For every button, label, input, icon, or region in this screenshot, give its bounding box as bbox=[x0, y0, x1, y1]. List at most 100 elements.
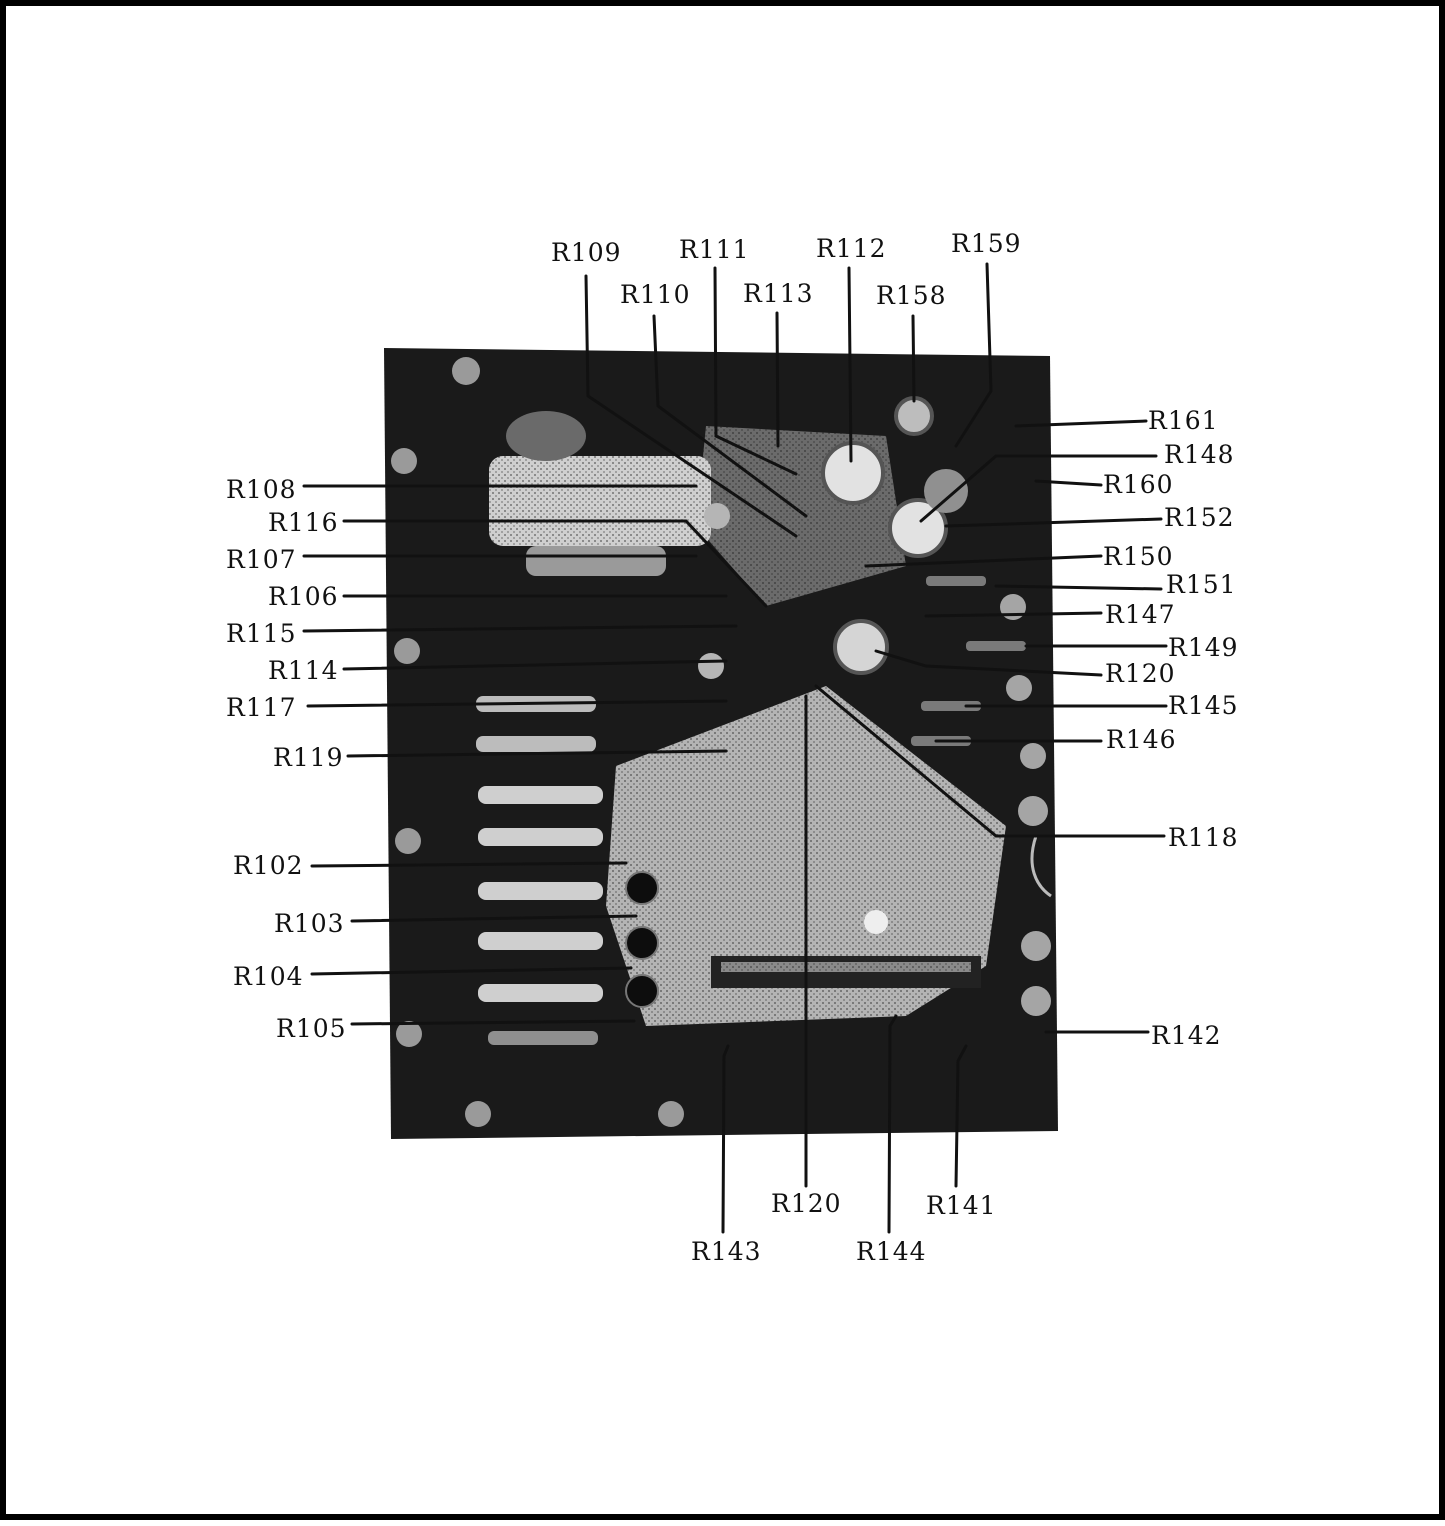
leader-line bbox=[911, 314, 916, 403]
callout-label-r159: R159 bbox=[951, 229, 1022, 258]
component-light bbox=[506, 411, 586, 461]
callout-label-r145: R145 bbox=[1168, 691, 1239, 720]
callout-label-r109: R109 bbox=[551, 238, 622, 267]
callout-label-r112: R112 bbox=[816, 234, 887, 263]
trimmer-pot bbox=[833, 619, 889, 675]
callout-label-r103: R103 bbox=[274, 909, 345, 938]
callout-label-r146: R146 bbox=[1106, 725, 1177, 754]
mounting-screw bbox=[394, 638, 420, 664]
callout-label-r114: R114 bbox=[268, 656, 339, 685]
wire bbox=[1030, 835, 1052, 898]
callout-label-r149: R149 bbox=[1168, 633, 1239, 662]
leader-line bbox=[994, 584, 1163, 591]
resistor bbox=[476, 736, 596, 752]
resistor bbox=[926, 576, 986, 586]
leader-line bbox=[954, 262, 993, 448]
leader-line bbox=[310, 966, 633, 976]
callout-label-r141: R141 bbox=[926, 1191, 997, 1220]
leader-line bbox=[713, 266, 798, 476]
callout-label-r161: R161 bbox=[1148, 406, 1219, 435]
resistor bbox=[921, 701, 981, 711]
leader-line bbox=[775, 311, 780, 448]
callout-label-r120-right: R120 bbox=[1105, 659, 1176, 688]
callout-label-r111: R111 bbox=[679, 235, 750, 264]
callout-label-r148: R148 bbox=[1164, 440, 1235, 469]
callout-label-r119: R119 bbox=[273, 743, 344, 772]
trimmer-pot bbox=[894, 396, 934, 436]
leader-line bbox=[847, 266, 853, 463]
callout-label-r117: R117 bbox=[226, 693, 297, 722]
callout-label-r118: R118 bbox=[1168, 823, 1239, 852]
callout-label-r115: R115 bbox=[226, 619, 297, 648]
leader-line bbox=[350, 1019, 636, 1026]
capacitor-body bbox=[489, 456, 711, 546]
trimmer-pot bbox=[821, 441, 885, 505]
leader-line bbox=[1034, 479, 1103, 487]
callout-label-r147: R147 bbox=[1105, 600, 1176, 629]
mounting-screw bbox=[391, 448, 417, 474]
leader-line bbox=[302, 624, 738, 633]
leader-line bbox=[924, 611, 1103, 618]
callout-label-r107: R107 bbox=[226, 545, 297, 574]
callout-label-r160: R160 bbox=[1103, 470, 1174, 499]
mounting-screw bbox=[1020, 743, 1046, 769]
mounting-screw bbox=[1018, 796, 1048, 826]
mounting-screw bbox=[396, 1021, 422, 1047]
leader-line bbox=[652, 314, 808, 518]
resistor bbox=[488, 1031, 598, 1045]
resistor bbox=[478, 882, 603, 900]
leader-line bbox=[584, 274, 798, 538]
circuit-board bbox=[384, 348, 1058, 1139]
callout-label-r142: R142 bbox=[1151, 1021, 1222, 1050]
leader-line bbox=[864, 554, 1103, 568]
callout-label-r158: R158 bbox=[876, 281, 947, 310]
callout-label-r105: R105 bbox=[276, 1014, 347, 1043]
leader-line bbox=[874, 649, 1103, 677]
transistor bbox=[625, 974, 659, 1008]
mounting-screw bbox=[1021, 986, 1051, 1016]
callout-label-r152: R152 bbox=[1164, 503, 1235, 532]
transistor bbox=[625, 871, 659, 905]
resistor bbox=[966, 641, 1026, 651]
leader-line bbox=[1014, 419, 1148, 428]
resistor bbox=[478, 984, 603, 1002]
callout-label-r144: R144 bbox=[856, 1237, 927, 1266]
transistor bbox=[625, 926, 659, 960]
callout-label-r143: R143 bbox=[691, 1237, 762, 1266]
leader-line bbox=[954, 1044, 968, 1188]
capacitor-body bbox=[526, 546, 666, 576]
leader-line bbox=[342, 659, 728, 671]
leader-line bbox=[310, 861, 628, 868]
resistor bbox=[478, 786, 603, 804]
leader-line bbox=[919, 454, 1158, 523]
callout-label-r102: R102 bbox=[233, 851, 304, 880]
leader-line bbox=[721, 1044, 730, 1234]
trimmer-pot bbox=[924, 469, 968, 513]
mounting-screw bbox=[452, 357, 480, 385]
leader-line bbox=[342, 519, 768, 608]
mounting-screw bbox=[698, 653, 724, 679]
leader-line bbox=[346, 749, 728, 758]
leader-line bbox=[944, 517, 1163, 528]
callout-label-r108: R108 bbox=[226, 475, 297, 504]
resistor bbox=[478, 932, 603, 950]
leader-lines bbox=[302, 262, 1168, 1234]
callout-label-r120-bottom: R120 bbox=[771, 1189, 842, 1218]
trimmer-pot bbox=[888, 498, 948, 558]
resistor bbox=[478, 828, 603, 846]
callout-label-r104: R104 bbox=[233, 962, 304, 991]
leader-line bbox=[887, 1014, 898, 1234]
leader-line bbox=[350, 914, 638, 923]
connector-strip bbox=[721, 962, 971, 972]
mounting-screw bbox=[658, 1101, 684, 1127]
callout-label-r110: R110 bbox=[620, 280, 691, 309]
callout-labels: R109 R111 R112 R159 R110 R113 R158 R161 … bbox=[226, 229, 1239, 1266]
callout-label-r150: R150 bbox=[1103, 542, 1174, 571]
pcb-diagram: R109 R111 R112 R159 R110 R113 R158 R161 … bbox=[226, 229, 1239, 1266]
mounting-screw bbox=[395, 828, 421, 854]
callout-label-r151: R151 bbox=[1166, 570, 1237, 599]
callout-label-r106: R106 bbox=[268, 582, 339, 611]
leader-line bbox=[814, 684, 1166, 838]
callout-label-r113: R113 bbox=[743, 279, 814, 308]
